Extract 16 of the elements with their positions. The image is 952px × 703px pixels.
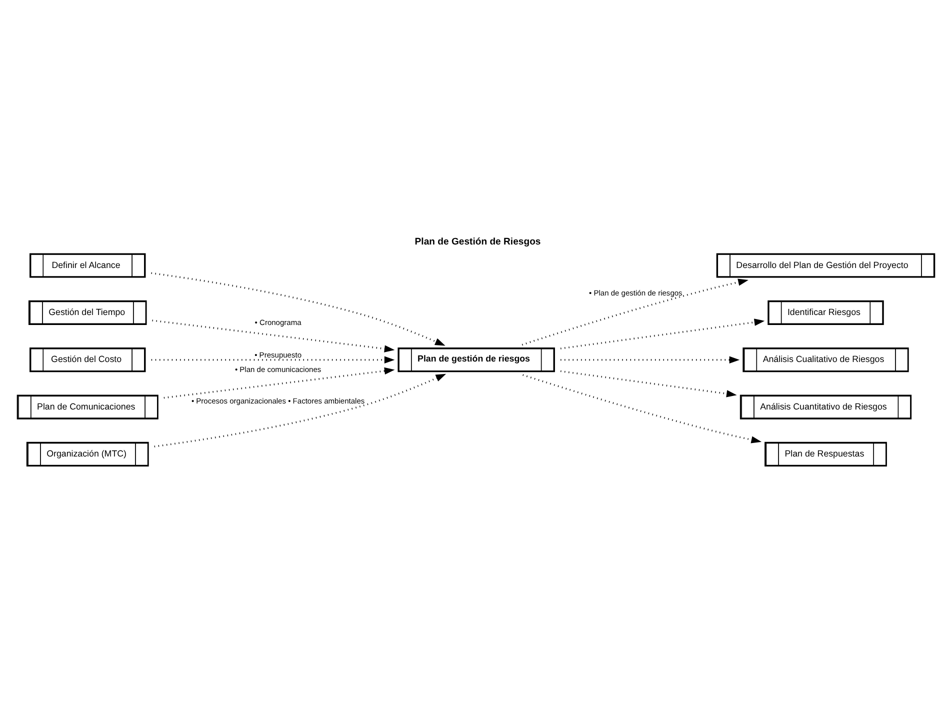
arrow: [164, 366, 395, 398]
arrow: [152, 319, 395, 352]
edge-label: • Cronograma: [254, 317, 302, 326]
arrow: [151, 356, 395, 363]
arrow: [522, 278, 748, 346]
diagram-title: Plan de Gestión de Riesgos: [414, 236, 541, 247]
edge-label: • Plan de gestión de riesgos: [589, 288, 682, 297]
edge-label: • Presupuesto: [254, 350, 302, 360]
arrow: [522, 374, 762, 443]
arrow: [560, 370, 737, 397]
arrow: [560, 356, 740, 363]
edge-label: • Plan de comunicaciones: [234, 364, 322, 374]
edge-label: • Procesos organizacionales • Factores ambientales: [191, 396, 365, 405]
arrow: [560, 318, 765, 349]
arrow: [154, 373, 446, 447]
arrow: [151, 272, 446, 346]
